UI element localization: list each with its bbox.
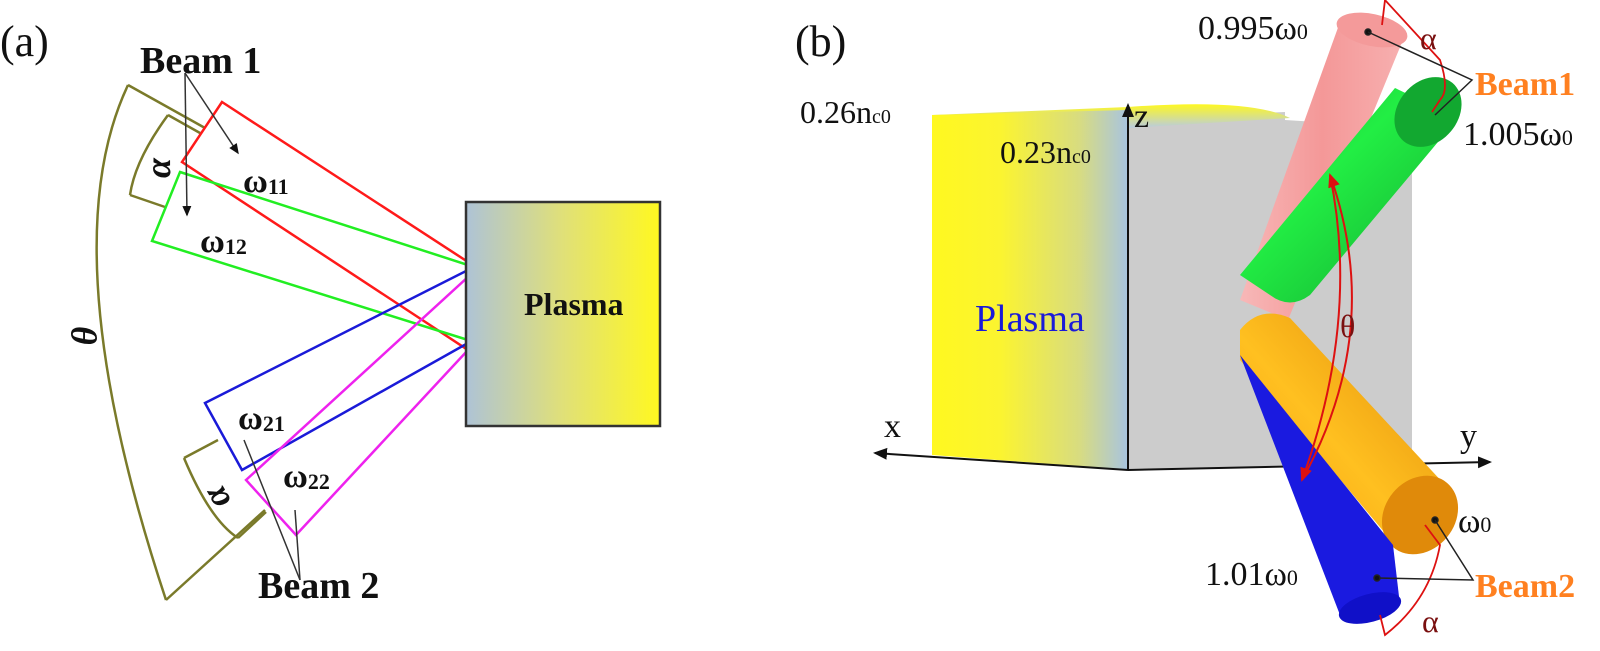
z-axis-label: z	[1134, 98, 1150, 135]
freq-pink-label: 0.995ω0	[1198, 10, 1308, 47]
alpha-bottom-marker	[1379, 524, 1441, 637]
panel-b-diagram	[873, 0, 1492, 637]
theta-arc	[1301, 173, 1353, 481]
beam1-label-a: Beam 1	[140, 40, 262, 82]
theta-angle-arc	[95, 83, 267, 601]
plasma-box-a	[464, 200, 662, 428]
freq-blue-label: 1.01ω0	[1205, 556, 1298, 593]
omega21-label: ω21	[238, 400, 285, 437]
plasma-front-face	[932, 110, 1128, 470]
beam2-label-a: Beam 2	[258, 565, 380, 607]
beam2-label-b: Beam2	[1475, 568, 1576, 605]
beam1-green-cylinder	[1240, 77, 1462, 303]
beam1-label-b: Beam1	[1475, 66, 1576, 103]
panel-a-label: (a)	[0, 17, 49, 66]
plasma-label-a: Plasma	[524, 286, 624, 322]
panel-a-diagram	[95, 72, 662, 601]
omega12-label: ω12	[200, 223, 247, 260]
density-right-label: 0.23nc0	[1000, 134, 1091, 170]
x-axis	[873, 447, 1129, 471]
theta-label-a: θ	[64, 326, 105, 346]
panel-b-label: (b)	[795, 17, 847, 66]
alpha-label-bottom-b: α	[1422, 603, 1439, 639]
alpha-top-marker	[1381, 0, 1446, 113]
y-axis-label: y	[1460, 418, 1477, 455]
freq-orange-label: ω0	[1458, 503, 1492, 540]
x-axis-label: x	[884, 408, 901, 445]
plasma-label-b: Plasma	[975, 298, 1085, 340]
beam2-blue-cone	[1240, 355, 1402, 624]
alpha-label-top-b: α	[1420, 20, 1437, 56]
omega11-label: ω11	[243, 163, 289, 200]
alpha-label-top-a: α	[137, 158, 178, 178]
theta-label-b: θ	[1340, 308, 1356, 344]
beam2-orange-cylinder	[1240, 313, 1459, 555]
omega22-label: ω22	[283, 458, 330, 495]
density-left-label: 0.26nc0	[800, 94, 891, 130]
freq-green-label: 1.005ω0	[1463, 116, 1573, 153]
